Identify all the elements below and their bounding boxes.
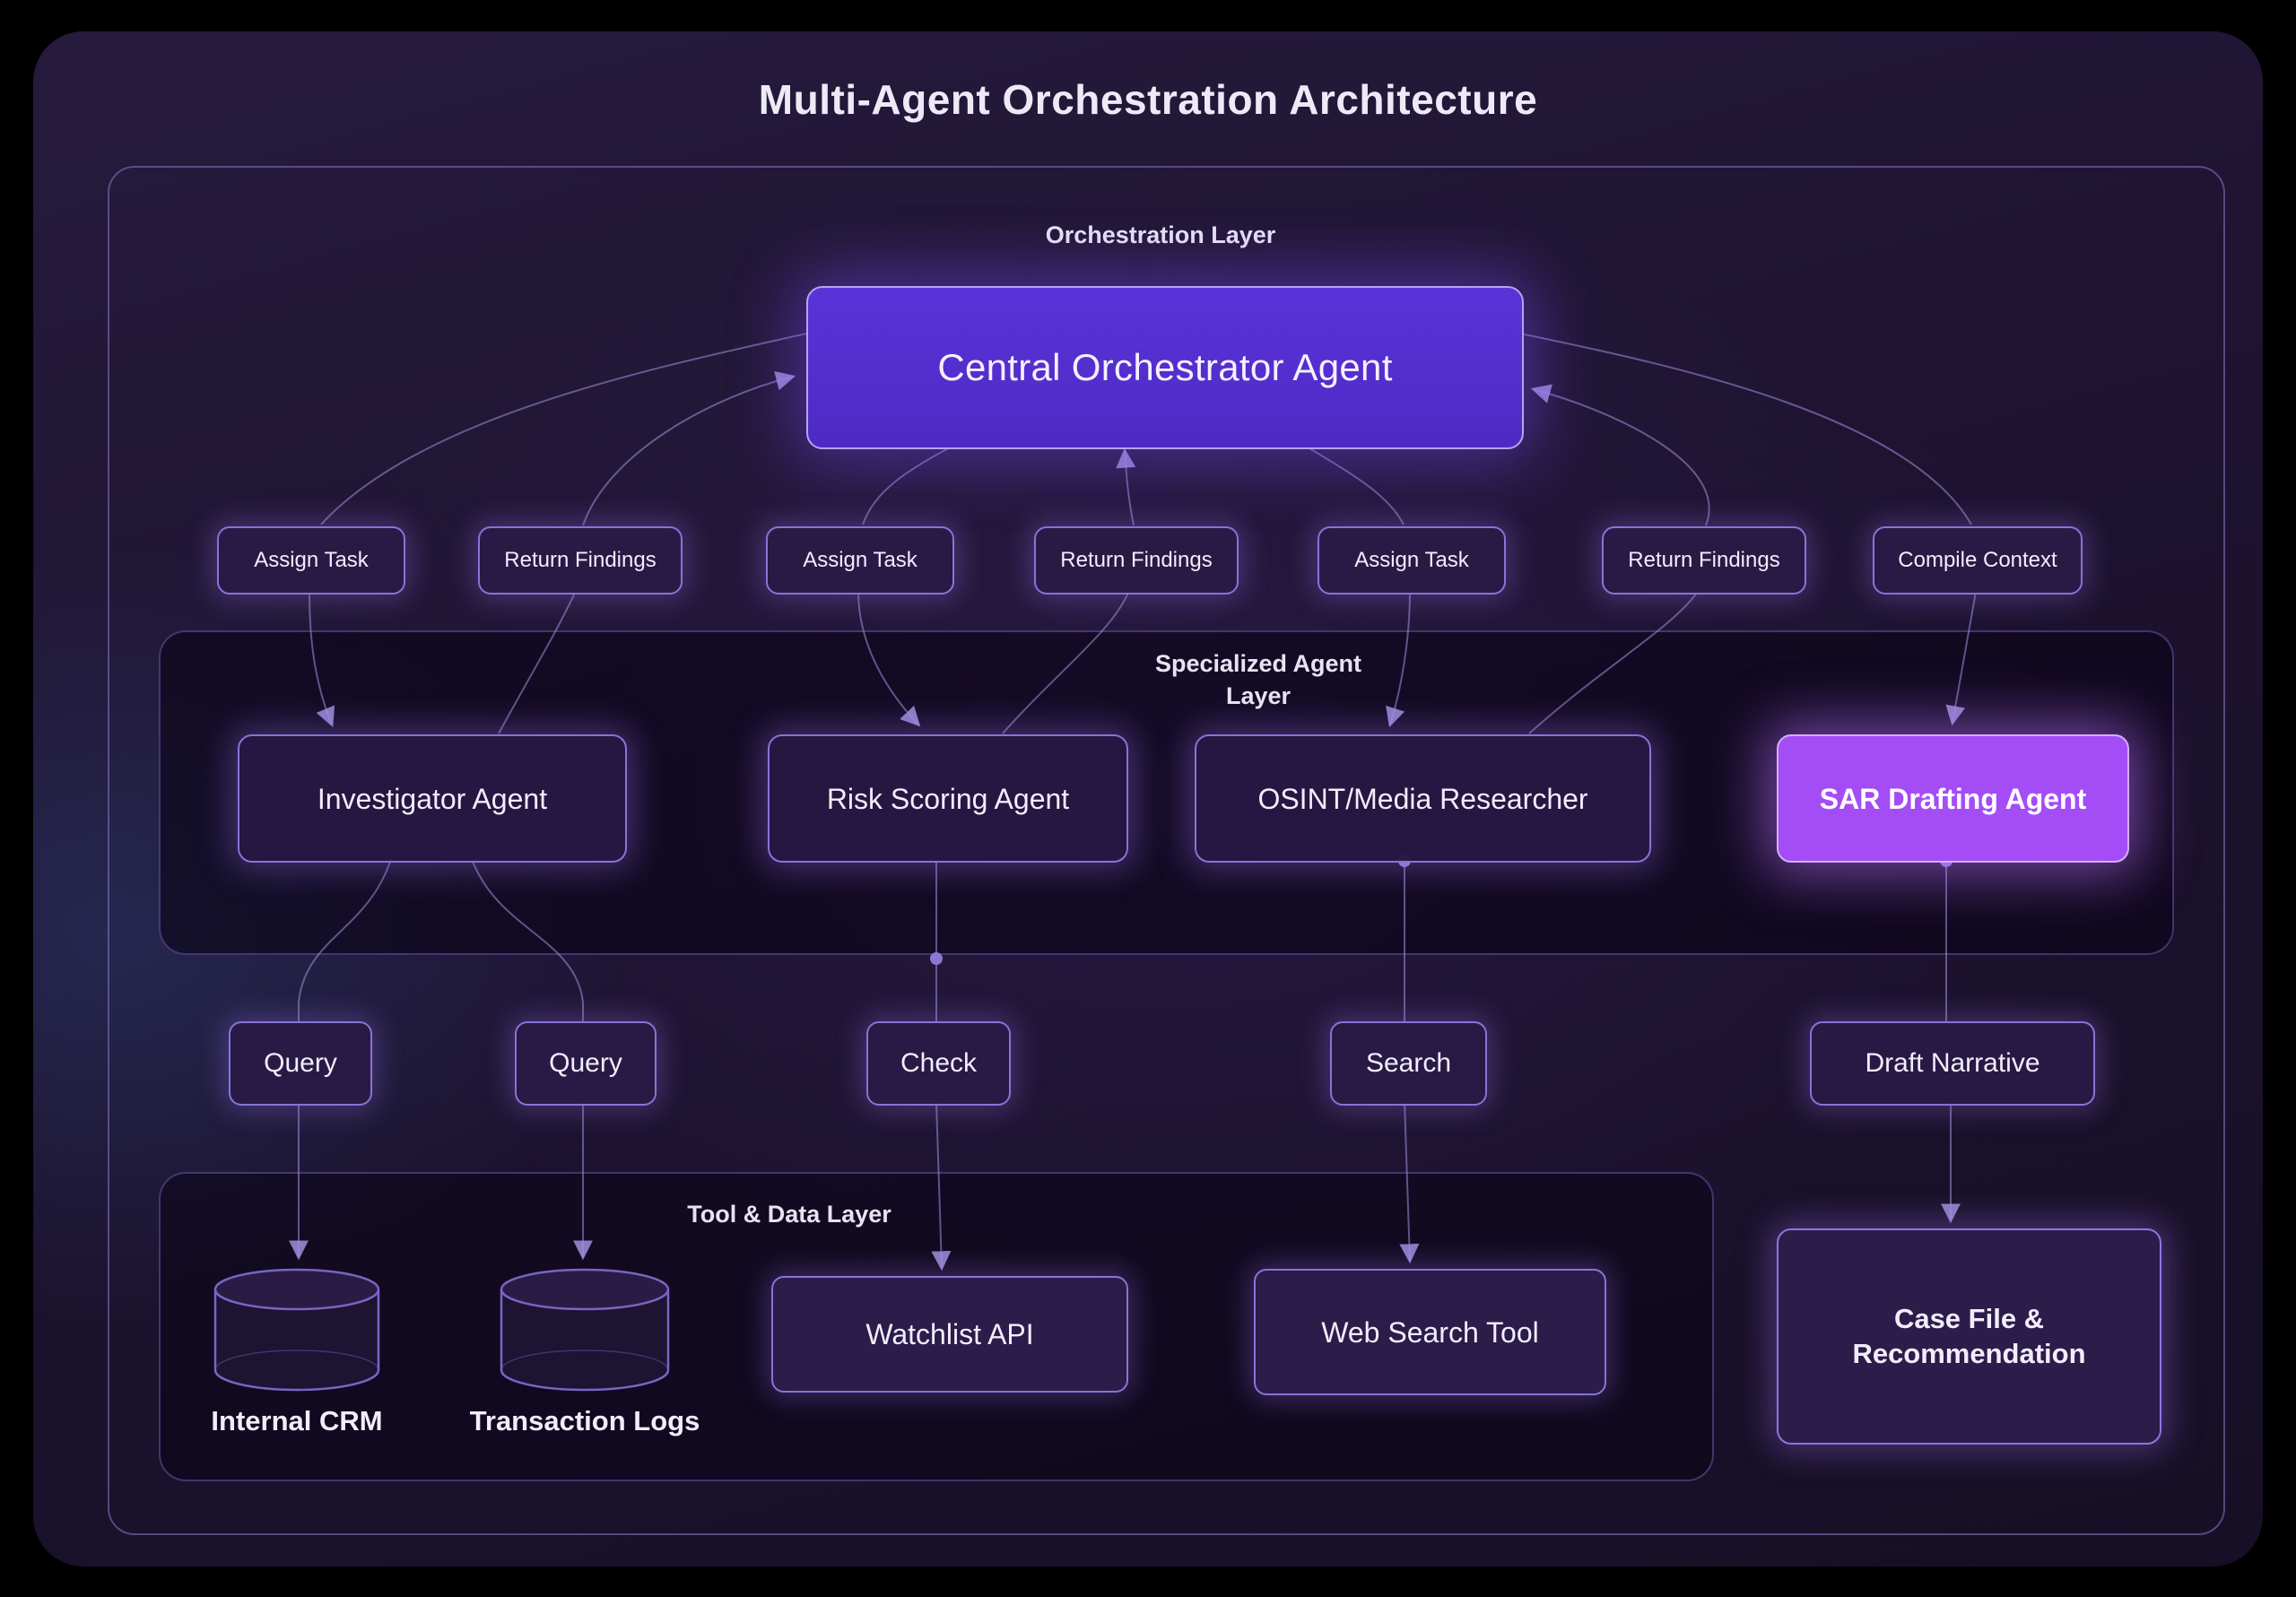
- tool-data-layer-label: Tool & Data Layer: [687, 1201, 891, 1228]
- node-assign-task-2: Assign Task: [766, 526, 954, 595]
- edge-assign-task-risk: [857, 445, 954, 727]
- node-query-1: Query: [229, 1021, 372, 1106]
- diagram-frame: [108, 166, 2225, 1535]
- internal-crm-label: Internal CRM: [211, 1405, 383, 1436]
- node-search: Search: [1330, 1021, 1487, 1106]
- edge-return-findings-risk: [1002, 447, 1136, 734]
- edge-compile-context-sar: [1519, 333, 1977, 726]
- node-central-orchestrator-agent: Central Orchestrator Agent: [806, 286, 1524, 449]
- node-assign-task-1: Assign Task: [217, 526, 405, 595]
- edge-assign-task-osint: [1304, 445, 1411, 728]
- orchestration-layer-label: Orchestration Layer: [1045, 221, 1276, 248]
- database-cylinder-internal-crm: [213, 1268, 380, 1392]
- node-return-findings-2: Return Findings: [1034, 526, 1239, 595]
- node-return-findings-3: Return Findings: [1602, 526, 1806, 595]
- edge-return-findings-osint: [1528, 384, 1710, 734]
- node-risk-scoring-agent: Risk Scoring Agent: [768, 734, 1128, 863]
- edge-assign-task-investigator: [309, 333, 807, 728]
- specialized-agent-layer-label: Specialized Agent Layer: [1154, 650, 1362, 709]
- node-compile-context: Compile Context: [1873, 526, 2083, 595]
- node-watchlist-api: Watchlist API: [771, 1276, 1128, 1393]
- node-check: Check: [866, 1021, 1011, 1106]
- transaction-logs-label: Transaction Logs: [469, 1405, 700, 1436]
- node-web-search-tool: Web Search Tool: [1254, 1269, 1606, 1395]
- page-title: Multi-Agent Orchestration Architecture: [758, 76, 1538, 123]
- edge-investigator-query: [298, 858, 584, 1021]
- node-investigator-agent: Investigator Agent: [238, 734, 627, 863]
- edge-risk-check-watchlist: [930, 859, 952, 1272]
- node-draft-narrative: Draft Narrative: [1810, 1021, 2095, 1106]
- node-osint-media-researcher: OSINT/Media Researcher: [1195, 734, 1651, 863]
- edge-return-findings-investigator: [498, 370, 796, 734]
- node-query-2: Query: [515, 1021, 657, 1106]
- node-case-file-recommendation: Case File & Recommendation: [1777, 1228, 2161, 1445]
- database-cylinder-transaction-logs: [500, 1268, 670, 1392]
- node-return-findings-1: Return Findings: [478, 526, 683, 595]
- node-assign-task-3: Assign Task: [1318, 526, 1506, 595]
- node-sar-drafting-agent: SAR Drafting Agent: [1777, 734, 2129, 863]
